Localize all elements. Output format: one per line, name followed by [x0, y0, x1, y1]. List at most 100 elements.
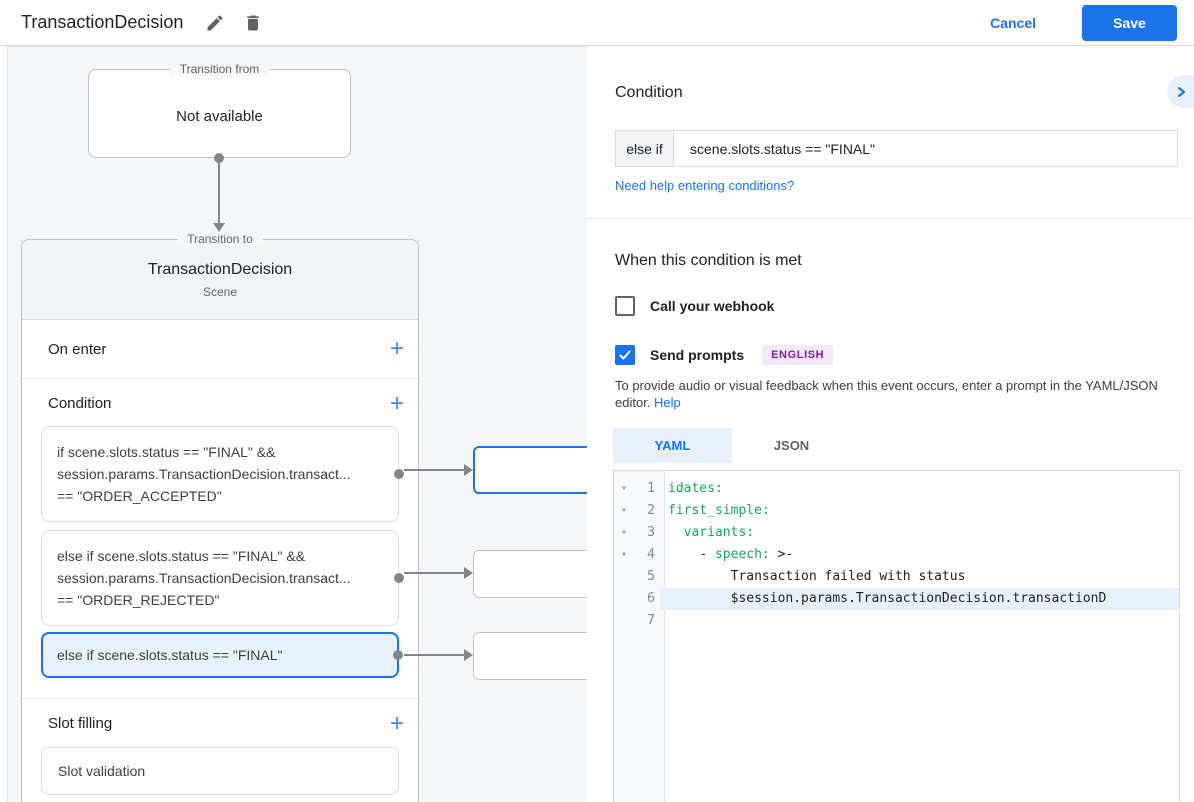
connector-dot	[394, 469, 404, 479]
slot-filling-header: Slot filling +	[22, 699, 418, 748]
transition-from-box: Transition from Not available	[88, 62, 351, 158]
condition-value-field[interactable]: scene.slots.status == "FINAL"	[690, 140, 876, 157]
transition-target-box-3[interactable]	[473, 632, 587, 680]
yaml-code-editor[interactable]: ▾ 1 idates: ▾ 2 first_simple: ▾ 3 variants: ▾ 4 -…	[613, 470, 1180, 802]
panel-condition-heading: Condition	[615, 84, 683, 101]
call-webhook-row[interactable]: Call your webhook	[615, 296, 774, 316]
call-webhook-label: Call your webhook	[650, 298, 775, 314]
condition-card-1[interactable]: if scene.slots.status == "FINAL" && sessi…	[41, 426, 404, 522]
transition-from-value: Not available	[176, 108, 263, 125]
tab-yaml[interactable]: YAML	[613, 428, 732, 463]
condition-input[interactable]: else if scene.slots.status == "FINAL"	[615, 130, 1178, 167]
call-webhook-checkbox[interactable]	[615, 296, 635, 316]
line-number: 5	[647, 569, 655, 584]
line-number: 2	[647, 503, 655, 518]
fold-toggle-icon[interactable]: ▾	[620, 483, 628, 494]
language-badge: ENGLISH	[762, 345, 834, 365]
chevron-right-icon	[1177, 86, 1185, 97]
condition-card-line: session.params.TransactionDecision.trans…	[57, 570, 351, 586]
prompt-hint-text: To provide audio or visual feedback when…	[615, 377, 1189, 411]
slot-validation-card[interactable]: Slot validation	[41, 747, 399, 795]
scene-flow-diagram: Transition from Not available Transition…	[7, 46, 587, 802]
edit-icon[interactable]	[205, 13, 225, 33]
condition-detail-panel: Condition else if scene.slots.status == …	[587, 46, 1194, 802]
code-line-text[interactable]: - speech: >-	[668, 547, 794, 562]
slot-filling-label: Slot filling	[48, 715, 113, 732]
arrowhead-right-icon	[464, 567, 473, 579]
fold-gutter	[614, 610, 634, 632]
scene-type: Scene	[202, 285, 238, 299]
on-enter-label: On enter	[48, 340, 107, 358]
condition-card-line: == "ORDER_REJECTED"	[57, 592, 220, 608]
top-bar: TransactionDecision Cancel Save	[0, 0, 1194, 46]
add-condition-button[interactable]: +	[389, 389, 404, 417]
code-line-text[interactable]: variants:	[683, 525, 755, 540]
send-prompts-label: Send prompts	[650, 347, 745, 363]
editor-line: ▾ 4 - speech: >-	[614, 544, 1179, 566]
checkmark-icon	[619, 350, 631, 360]
cancel-button[interactable]: Cancel	[990, 14, 1036, 31]
connector-line	[218, 158, 220, 224]
editor-tabs: YAML JSON	[613, 428, 851, 463]
send-prompts-row[interactable]: Send prompts ENGLISH	[615, 345, 834, 365]
scene-name: TransactionDecision	[147, 261, 293, 278]
condition-section-label: Condition	[48, 395, 112, 412]
help-link[interactable]: Help	[654, 395, 681, 410]
transition-target-box-1[interactable]	[473, 446, 587, 494]
scene-card-header: TransactionDecision Scene	[22, 240, 418, 320]
condition-help-link[interactable]: Need help entering conditions?	[615, 178, 795, 193]
editor-line: 6 $session.params.TransactionDecision.tr…	[614, 588, 1179, 610]
condition-section: Condition +	[22, 379, 418, 699]
transition-to-label: Transition to	[177, 232, 263, 246]
add-slot-button[interactable]: +	[389, 709, 404, 737]
send-prompts-checkbox[interactable]	[615, 345, 635, 365]
transition-from-label: Transition from	[169, 62, 270, 76]
fold-gutter	[614, 588, 634, 610]
condition-card-line: session.params.TransactionDecision.trans…	[57, 466, 351, 482]
code-line-text[interactable]: idates:	[668, 481, 723, 496]
condition-card-3[interactable]: else if scene.slots.status == "FINAL"	[41, 632, 403, 678]
delete-icon[interactable]	[243, 13, 263, 33]
code-line-text[interactable]: Transaction failed with status	[668, 569, 966, 584]
add-on-enter-button[interactable]: +	[389, 335, 404, 362]
editor-line: ▾ 3 variants:	[614, 522, 1179, 544]
prompt-hint-body: To provide audio or visual feedback when…	[615, 378, 1158, 410]
condition-card-2[interactable]: else if scene.slots.status == "FINAL" &&…	[41, 530, 404, 626]
code-line-text[interactable]	[660, 610, 1179, 632]
condition-card-line: else if scene.slots.status == "FINAL" &&	[57, 548, 306, 564]
connector-line	[404, 469, 464, 471]
tab-json[interactable]: JSON	[773, 438, 810, 453]
condition-prefix: else if	[616, 131, 674, 166]
code-line-text[interactable]: $session.params.TransactionDecision.tran…	[660, 588, 1179, 610]
condition-section-header: Condition +	[22, 379, 418, 428]
fold-gutter	[614, 566, 634, 588]
arrowhead-right-icon	[464, 464, 473, 476]
slot-filling-section: Slot filling +	[22, 699, 418, 748]
code-line-text[interactable]: first_simple:	[668, 503, 770, 518]
fold-toggle-icon[interactable]: ▾	[620, 549, 628, 560]
save-button[interactable]: Save	[1082, 4, 1177, 41]
connector-line	[404, 654, 464, 656]
line-number: 6	[647, 591, 655, 606]
line-number: 4	[647, 547, 655, 562]
panel-divider	[587, 218, 1194, 219]
line-number: 3	[647, 525, 655, 540]
on-enter-section: On enter +	[22, 320, 418, 379]
editor-line: 5 Transaction failed with status	[614, 566, 1179, 588]
line-number: 1	[647, 481, 655, 496]
condition-card-line: else if scene.slots.status == "FINAL"	[57, 647, 283, 663]
fold-toggle-icon[interactable]: ▾	[620, 527, 628, 538]
condition-card-line: == "ORDER_ACCEPTED"	[57, 488, 222, 504]
slot-validation-label: Slot validation	[58, 763, 146, 779]
connector-dot	[394, 573, 404, 583]
editor-line: ▾ 2 first_simple:	[614, 500, 1179, 522]
editor-line: 7	[614, 610, 1179, 632]
condition-card-line: if scene.slots.status == "FINAL" &&	[57, 444, 276, 460]
arrowhead-right-icon	[464, 649, 473, 661]
transition-target-box-2[interactable]	[473, 550, 587, 598]
fold-toggle-icon[interactable]: ▾	[620, 505, 628, 516]
line-number: 7	[647, 613, 655, 628]
page-title: TransactionDecision	[21, 12, 184, 32]
collapse-panel-button[interactable]	[1167, 75, 1194, 108]
